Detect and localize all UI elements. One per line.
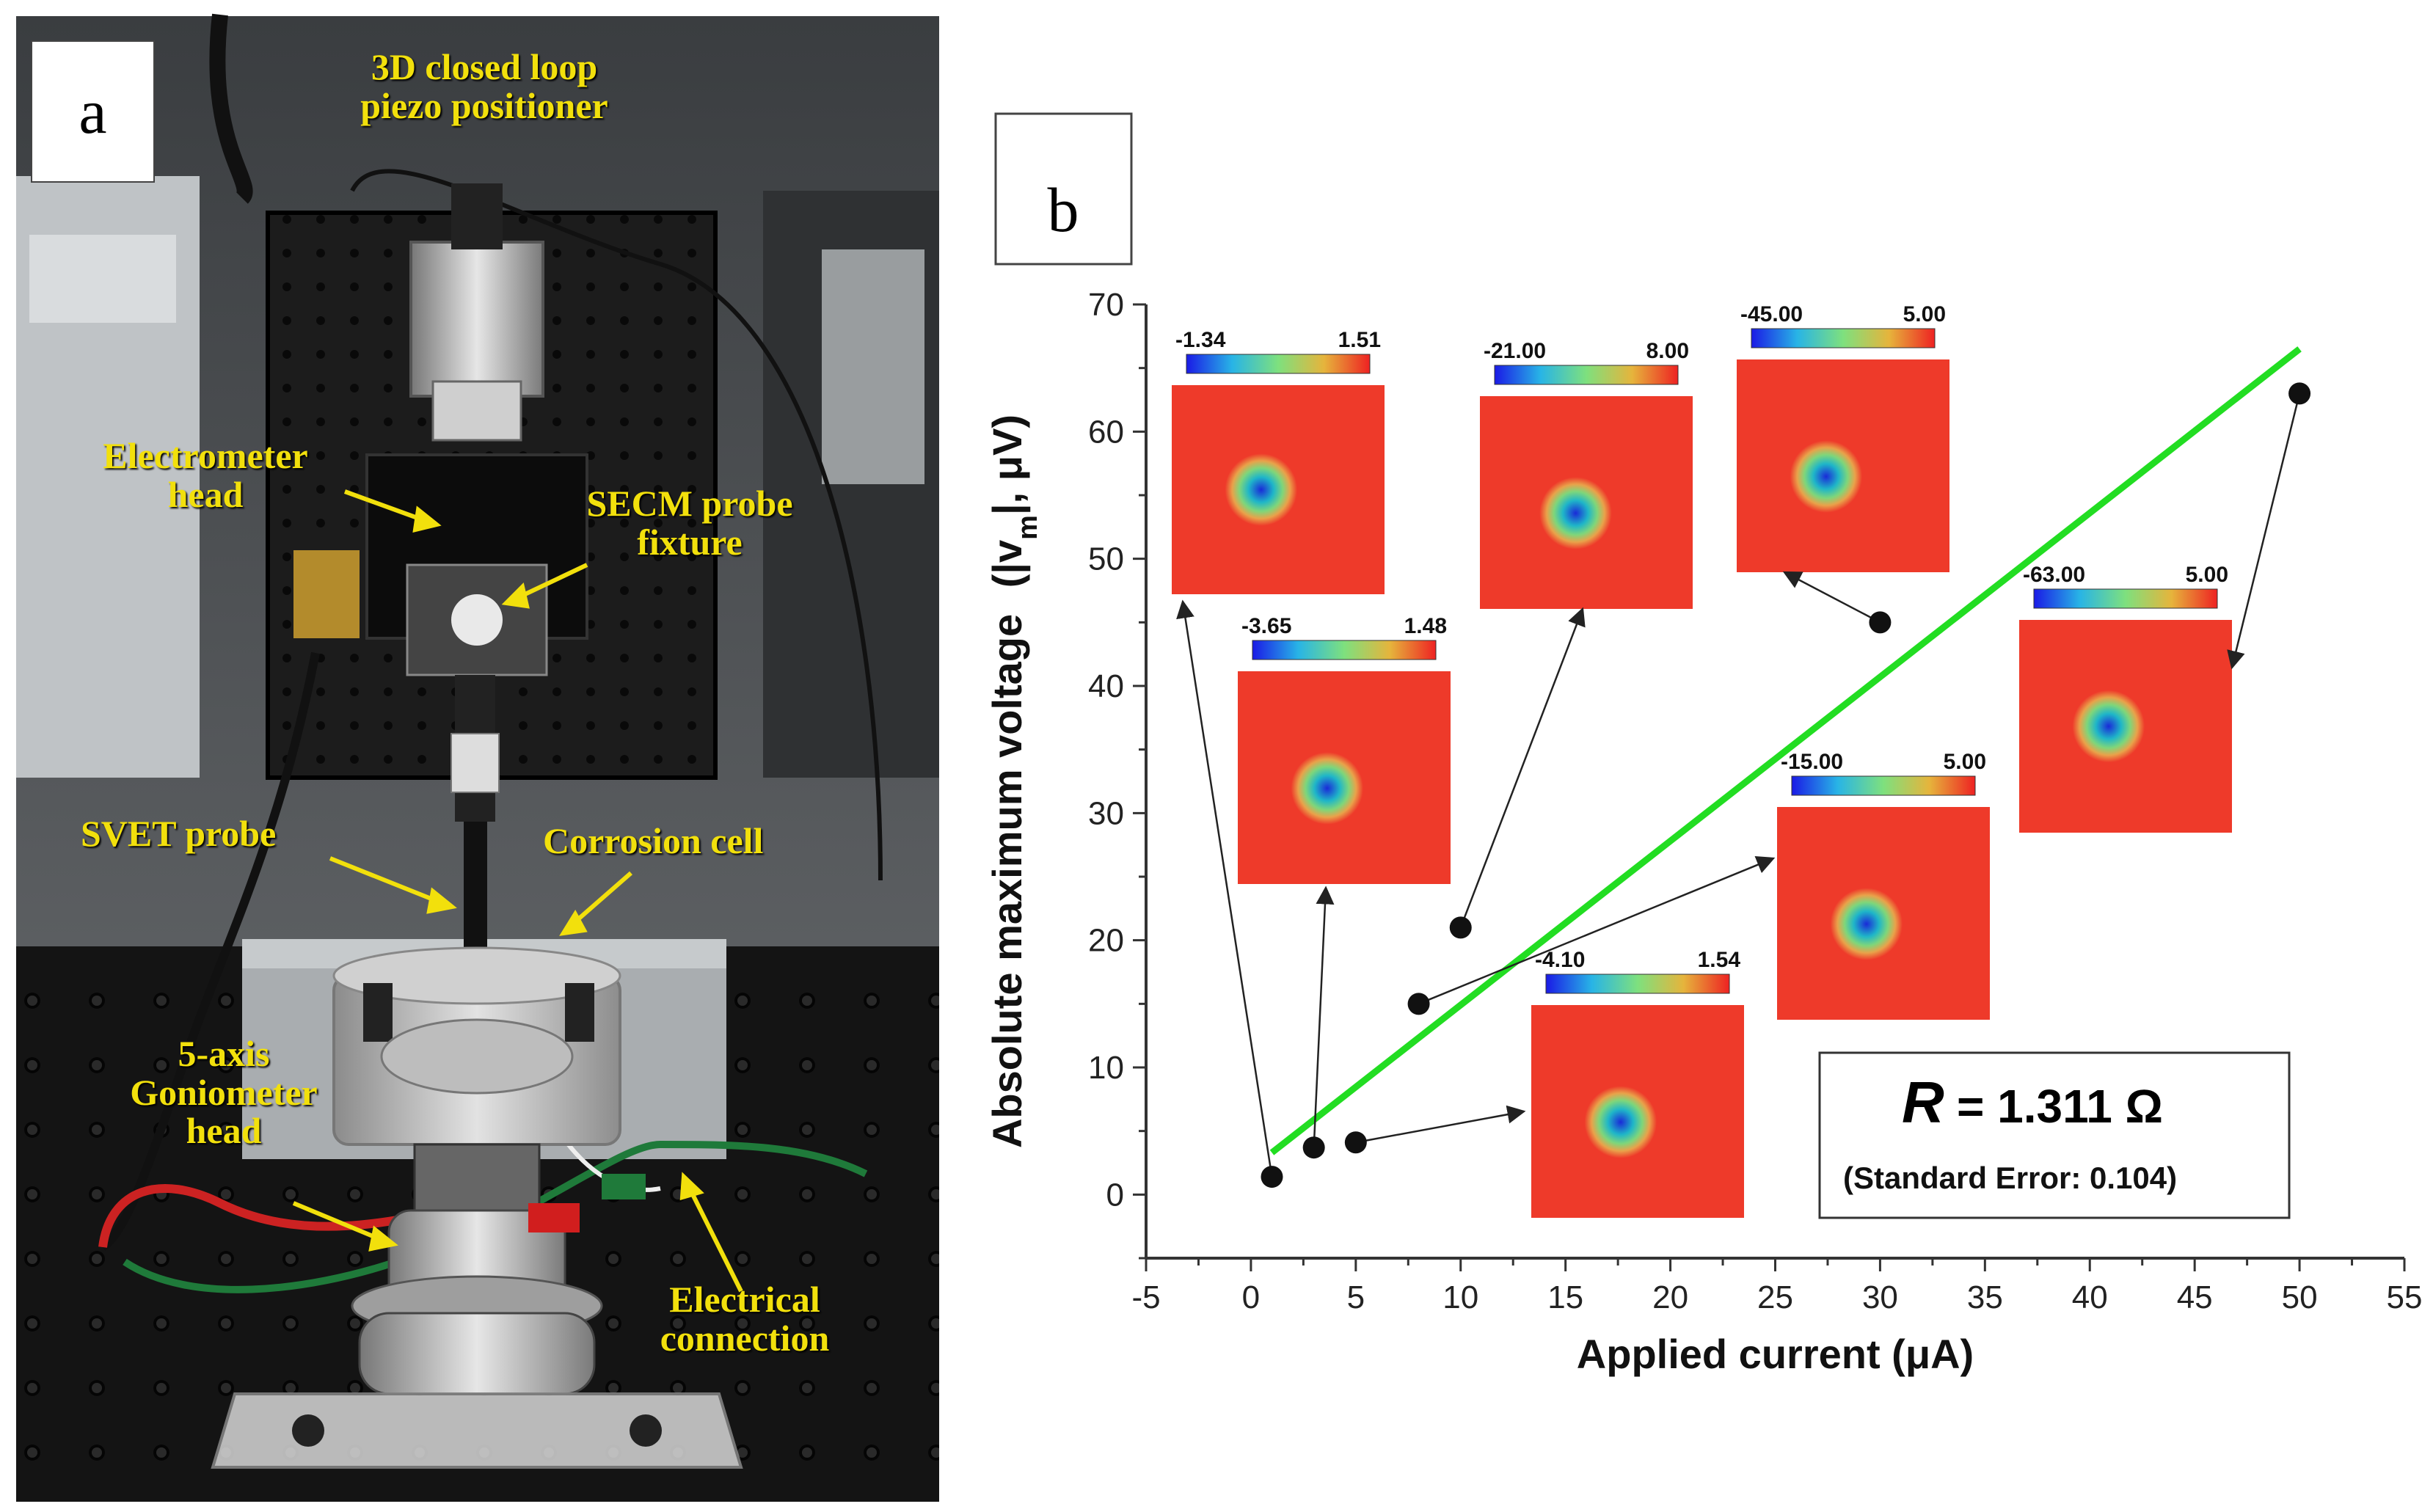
data-point xyxy=(1261,1166,1283,1188)
data-point xyxy=(2288,382,2311,405)
data-point xyxy=(1407,993,1430,1015)
inset-arrow xyxy=(1176,599,1273,1177)
inset-colorbar xyxy=(1751,328,1936,348)
inset-colorbar xyxy=(1545,974,1730,994)
inset-colorbar xyxy=(1494,365,1679,385)
inset-colorbar-min: -3.65 xyxy=(1241,614,1291,638)
inset-arrow xyxy=(2227,393,2301,670)
y-tick-label: 20 xyxy=(1088,923,1124,959)
inset-map-spot xyxy=(1225,453,1298,526)
x-tick-label: 0 xyxy=(1242,1279,1260,1315)
callout-positioner: 3D closed loop piezo positioner xyxy=(360,46,608,126)
y-tick-label: 30 xyxy=(1088,795,1124,831)
x-tick-label: 5 xyxy=(1347,1279,1365,1315)
data-point xyxy=(1302,1136,1325,1159)
x-tick-label: 30 xyxy=(1862,1279,1898,1315)
panel-a-photo: a 3D closed loop piezo positioner Electr… xyxy=(0,0,955,1512)
inset-colorbar-max: 1.54 xyxy=(1698,948,1741,972)
inset-colorbar-min: -45.00 xyxy=(1740,302,1803,326)
inset-colorbar-max: 8.00 xyxy=(1646,339,1689,363)
inset-map-spot xyxy=(1539,477,1612,549)
data-point xyxy=(1344,1131,1367,1154)
inset-colorbar xyxy=(1791,775,1976,796)
callout-goniometer: 5-axis Goniometer head xyxy=(130,1033,318,1151)
y-axis-title: Absolute maximum voltage (|vm|, μV) xyxy=(984,414,1043,1148)
callout-corrosion-cell: Corrosion cell xyxy=(543,820,764,861)
x-tick-label: 50 xyxy=(2282,1279,2318,1315)
inset-colorbar-max: 5.00 xyxy=(1903,302,1946,326)
inset-colorbar-min: -1.34 xyxy=(1175,328,1226,352)
inset-arrow xyxy=(1459,607,1586,928)
inset-map-spot xyxy=(1291,752,1364,825)
apparatus-illustration xyxy=(0,0,955,1512)
callout-electrical: Electrical connection xyxy=(660,1279,830,1359)
callout-svet-probe: SVET probe xyxy=(81,813,277,854)
fit-line xyxy=(1269,346,2302,1155)
inset-colorbar-min: -21.00 xyxy=(1484,339,1546,363)
inset-colorbar-min: -15.00 xyxy=(1781,750,1843,774)
y-tick-label: 70 xyxy=(1088,287,1124,323)
y-tick-label: 0 xyxy=(1106,1177,1124,1213)
inset-arrow xyxy=(1313,885,1335,1148)
inset-colorbar-min: -4.10 xyxy=(1535,948,1585,972)
x-tick-label: 40 xyxy=(2072,1279,2108,1315)
fit-value: = 1.311 Ω xyxy=(1957,1080,2163,1133)
y-tick-label: 10 xyxy=(1088,1050,1124,1086)
inset-arrow xyxy=(1355,1105,1526,1144)
inset-colorbar xyxy=(1186,354,1371,374)
fit-std-error: (Standard Error: 0.104) xyxy=(1843,1161,2177,1195)
y-tick-label: 50 xyxy=(1088,541,1124,577)
x-tick-label: 15 xyxy=(1547,1279,1583,1315)
callout-secm-fixture: SECM probe fixture xyxy=(586,483,793,563)
fit-symbol: R xyxy=(1902,1070,1944,1135)
y-tick-label: 60 xyxy=(1088,414,1124,450)
inset-arrow xyxy=(1418,855,1776,1005)
inset-colorbar-max: 5.00 xyxy=(2186,563,2228,587)
y-tick-label: 40 xyxy=(1088,668,1124,704)
chart-panel-b: b -5 0 5 10 15 20 25 30 35 40 45 50 55 0 10 20 30 40 50 60 7… xyxy=(984,112,2422,1377)
x-tick-label: 55 xyxy=(2387,1279,2422,1315)
inset-colorbar xyxy=(2033,588,2218,609)
inset-colorbar xyxy=(1252,640,1437,660)
panel-a-tag: a xyxy=(31,40,155,183)
inset-colorbar-max: 1.51 xyxy=(1338,328,1381,352)
x-tick-label: 25 xyxy=(1757,1279,1793,1315)
x-tick-label: -5 xyxy=(1131,1279,1160,1315)
inset-arrow xyxy=(1782,571,1881,624)
x-tick-label: 45 xyxy=(2177,1279,2213,1315)
inset-map-spot xyxy=(1830,888,1903,960)
callout-electrometer: Electrometer head xyxy=(103,435,308,515)
x-tick-label: 35 xyxy=(1967,1279,2003,1315)
inset-map-spot xyxy=(1790,440,1863,513)
inset-map-spot xyxy=(1584,1086,1657,1158)
inset-colorbar-min: -63.00 xyxy=(2023,563,2085,587)
data-point xyxy=(1869,611,1892,634)
x-tick-label: 20 xyxy=(1652,1279,1688,1315)
panel-a-label: a xyxy=(79,76,107,147)
inset-colorbar-max: 5.00 xyxy=(1944,750,1986,774)
fit-annotation-box: R = 1.311 Ω (Standard Error: 0.104) xyxy=(1818,1051,2291,1219)
panel-b-label: b xyxy=(1048,175,1079,245)
inset-map-spot xyxy=(2072,690,2145,763)
panel-b-tag xyxy=(994,112,1133,266)
plot-area: -5 0 5 10 15 20 25 30 35 40 45 50 55 0 10 20 30 40 50 60 70 -… xyxy=(1088,287,2422,1315)
x-axis-title: Applied current (μA) xyxy=(1577,1331,1974,1377)
inset-colorbar-max: 1.48 xyxy=(1404,614,1447,638)
x-tick-label: 10 xyxy=(1442,1279,1478,1315)
data-point xyxy=(1449,916,1472,939)
